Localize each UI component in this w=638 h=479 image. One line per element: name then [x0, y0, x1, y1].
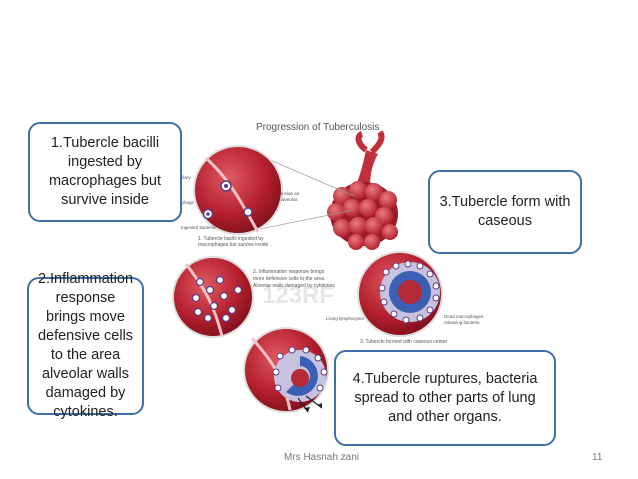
- step3-tubercle-circle: [357, 251, 443, 337]
- step2-caption-line3: Alveolar walls damaged by cytokines: [253, 283, 335, 289]
- callout-step1: 1.Tubercle bacilli ingested by macrophag…: [28, 122, 182, 222]
- step2-caption-line1: 2. Inflammation response brings: [253, 269, 325, 275]
- label-ingested-bacteria: Ingested bacteria: [181, 225, 216, 230]
- label-living-lymphocytes: Living lymphocytes: [326, 316, 365, 321]
- label-macrophage: ophage: [179, 200, 195, 205]
- step4-rupture-circle: [243, 327, 329, 413]
- label-capillary: pillary: [179, 175, 192, 180]
- step3-caption: 3. Tubercle formed with caseous center: [360, 339, 448, 345]
- callout-step2: 2.Inflammation response brings move defe…: [27, 271, 144, 420]
- step2-caption-line2: more defensive cells to the area.: [253, 276, 325, 282]
- step1-caption-line1: 1. Tubercle bacilli ingested by: [198, 236, 264, 242]
- label-inside-alveolus-1: Inside an: [281, 191, 300, 196]
- step2-inflammation-circle: [172, 256, 254, 338]
- label-inside-alveolus-2: alveolus: [281, 197, 298, 202]
- watermark-text: 123RF: [262, 282, 334, 309]
- footer-page-number: 11: [592, 452, 603, 463]
- callout-step3: 3.Tubercle form with caseous: [428, 170, 582, 254]
- step1-caption-line2: macrophages but survive inside: [198, 242, 269, 248]
- figure-title: Progression of Tuberculosis: [256, 122, 379, 133]
- label-dead-macrophages-1: Dead macrophages: [444, 314, 484, 319]
- alveolar-sac-diagram: [327, 130, 398, 250]
- footer-author: Mrs Hasnah zani: [284, 452, 360, 463]
- callout-step4: 4.Tubercle ruptures, bacteria spread to …: [334, 350, 556, 446]
- label-dead-macrophages-2: releasing bacteria: [444, 320, 480, 325]
- step1-alveolus-circle: [193, 145, 283, 235]
